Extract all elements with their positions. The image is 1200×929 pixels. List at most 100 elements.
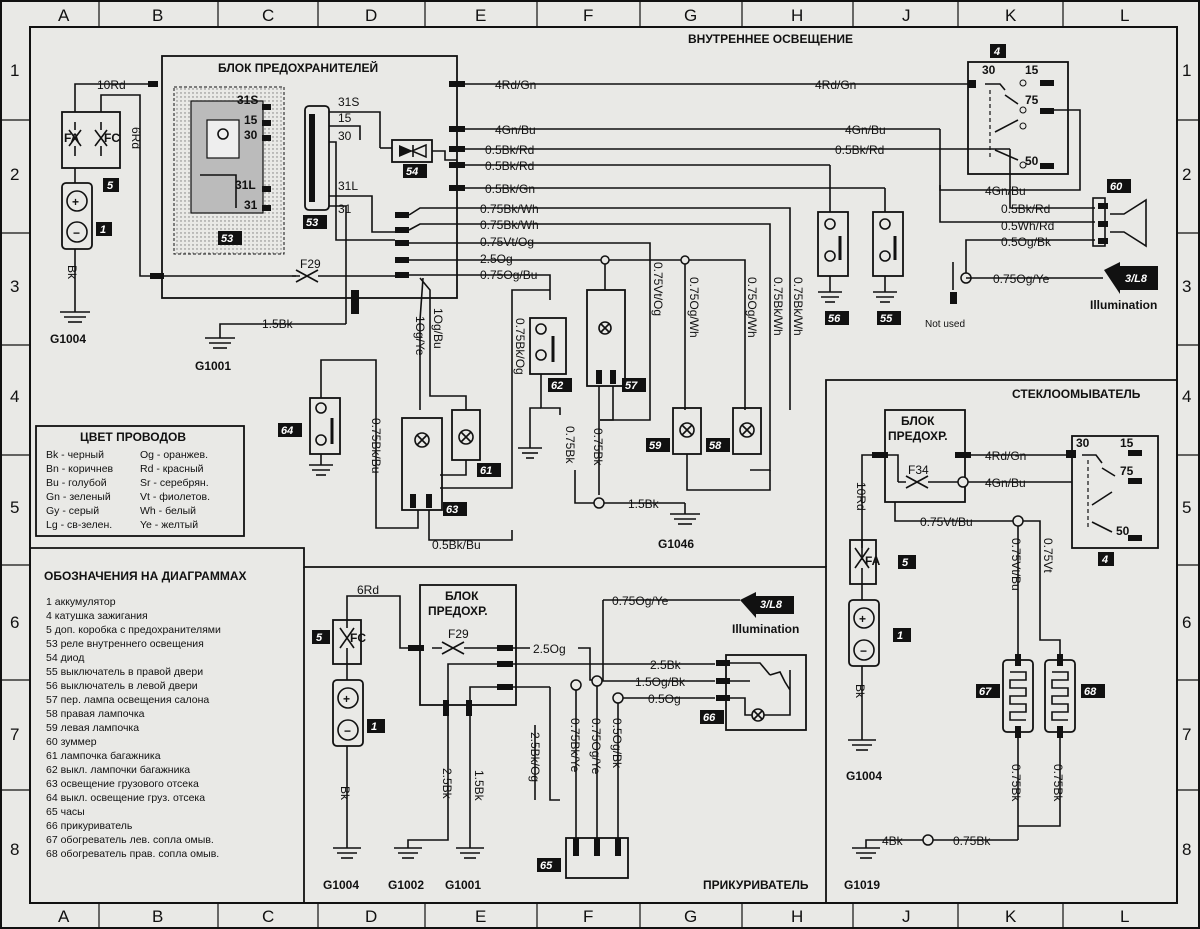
wire-label: 1.5Bk [628,497,660,511]
svg-text:F34: F34 [908,463,929,477]
ground-g1019: G1019 [844,878,880,892]
ground-g1001: G1001 [445,878,481,892]
col-label: F [583,6,593,25]
interior-wiring [408,83,1081,489]
wire-label: 0.75Og/Ye [612,594,669,608]
svg-text:30: 30 [982,63,996,77]
ground-g1004: G1004 [323,878,359,892]
svg-text:30: 30 [244,128,258,142]
legend-item: 56 выключатель в левой двери [46,680,198,692]
svg-text:62: 62 [551,380,563,392]
svg-text:50: 50 [1116,524,1130,538]
legend-item: 66 прикуриватель [46,820,133,832]
wire-label: 2.5Og [533,642,566,656]
svg-text:30: 30 [338,129,352,143]
wire-label: 0.75Vt/Bu [920,515,973,529]
svg-text:БЛОК: БЛОК [445,589,479,603]
svg-text:31S: 31S [338,95,359,109]
svg-text:58: 58 [709,440,722,452]
svg-text:F29: F29 [300,257,321,271]
wire-label: 1.5Bk [472,770,486,802]
wire-label: 0.75Og/Ye [993,272,1050,286]
svg-text:31: 31 [338,202,352,216]
offpage-arrow-3-l8: 3/L8 Illumination [1090,262,1158,312]
wire-label: 2.5Bk [650,658,682,672]
svg-text:5: 5 [316,632,323,644]
main-fusebox-title: БЛОК ПРЕДОХРАНИТЕЛЕЙ [218,60,378,75]
col-label: L [1120,907,1129,926]
offpage-label: Illumination [732,622,799,636]
main-fusebox: БЛОК ПРЕДОХРАНИТЕЛЕЙ 31S 15 30 31L 31 53 [161,55,458,299]
row-label: 6 [10,613,19,632]
row-label: 7 [10,725,19,744]
washer-heater-67: 67 [976,654,1034,738]
aux-fusebox-5: FA FC [61,83,300,277]
legend-item: 4 катушка зажигания [46,610,148,622]
svg-text:53: 53 [221,233,233,245]
col-label: B [152,6,163,25]
wire-label: 6Rd [129,127,143,149]
cargo-lamp-61: 61 [429,320,501,477]
luggage-switch-62: 62 [518,317,572,459]
wire-label: Bk [338,786,352,801]
wire-label: 0.5Bk/Bu [432,538,481,552]
legend-item: 60 зуммер [46,736,97,748]
battery-plus-icon: + [72,195,79,209]
row-label: 2 [1182,165,1191,184]
svg-text:F29: F29 [448,627,469,641]
wire-color-entry: Ye - желтый [140,519,198,531]
ground-icon [394,847,484,859]
svg-text:54: 54 [406,166,418,178]
wire-color-entry: Gy - серый [46,505,99,517]
svg-text:3/L8: 3/L8 [760,599,783,611]
wire-label: 4Gn/Bu [495,123,536,137]
svg-text:FC: FC [350,631,366,645]
washer-heater-68: 68 [1044,654,1105,738]
svg-text:1: 1 [100,224,106,236]
svg-text:15: 15 [1025,63,1039,77]
buzzer-60: 60 [939,149,1147,278]
svg-text:31: 31 [244,198,258,212]
wire-label: 0.5Bk/Rd [485,159,534,173]
row-label: 1 [1182,61,1191,80]
lighter-aux-fusebox-5: FC 5 [312,595,420,665]
row-label: 7 [1182,725,1191,744]
svg-text:75: 75 [1120,464,1134,478]
row-label: 8 [1182,840,1191,859]
col-label: C [262,907,274,926]
col-label: E [475,6,486,25]
lighter-fusebox: БЛОК ПРЕДОХР. F29 [408,584,517,716]
diagram-legend: ОБОЗНАЧЕНИЯ НА ДИАГРАММАХ 1 аккумулятор … [44,569,247,860]
wire-label: 0.75Bk [591,428,605,466]
section-title-interior: ВНУТРЕННЕЕ ОСВЕЩЕНИЕ [688,32,853,46]
col-label: A [58,6,70,25]
wire-label: 2.5Og [480,252,513,266]
clock-65: 65 [537,837,629,879]
wire-label: 0.75Bk/Wh [791,277,805,336]
washer-switch-4: 30 15 75 50 4 [1066,435,1159,566]
wire-colors-title: ЦВЕТ ПРОВОДОВ [80,430,186,444]
wire-label: 0.5Bk/Gn [485,182,535,196]
section-dividers [30,379,1177,903]
svg-text:57: 57 [625,380,638,392]
left-lamp-59: 59 [646,407,771,491]
wire-label: 0.75Og/Wh [687,277,701,338]
offpage-arrow-3-l8: 3/L8 Illumination [732,592,799,636]
svg-text:68: 68 [1084,686,1097,698]
lighter-battery-1: + − 1 [332,664,385,859]
svg-text:65: 65 [540,860,553,872]
svg-text:64: 64 [281,425,293,437]
cargo-light-63: 63 [401,417,513,541]
wire-label: 0.75Og/Wh [745,277,759,338]
svg-text:4: 4 [993,46,1000,58]
wire-color-entry: Lg - св-зелен. [46,519,112,531]
svg-text:60: 60 [1110,181,1123,193]
svg-text:1: 1 [371,721,377,733]
wire-color-entry: Sr - серебрян. [140,477,209,489]
col-label: J [902,907,911,926]
wire-label: 10Rd [97,78,126,92]
wire-label: 0.75Bk [953,834,991,848]
battery-plus-icon: + [859,612,866,626]
svg-text:75: 75 [1025,93,1039,107]
